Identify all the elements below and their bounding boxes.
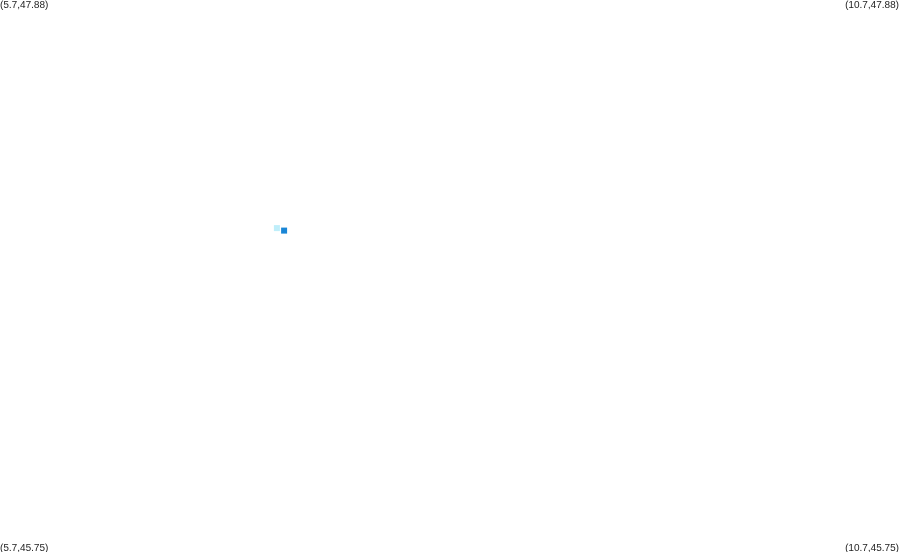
corner-coordinate-top-left: (5.7,47.88) xyxy=(0,0,49,11)
corner-coordinate-top-right: (10.7,47.88) xyxy=(845,0,899,11)
corner-coordinate-bottom-left: (5.7,45.75) xyxy=(0,543,49,552)
map-marker-2[interactable] xyxy=(281,227,288,234)
corner-coordinate-bottom-right: (10.7,45.75) xyxy=(845,543,899,552)
map-marker-1[interactable] xyxy=(273,225,280,232)
